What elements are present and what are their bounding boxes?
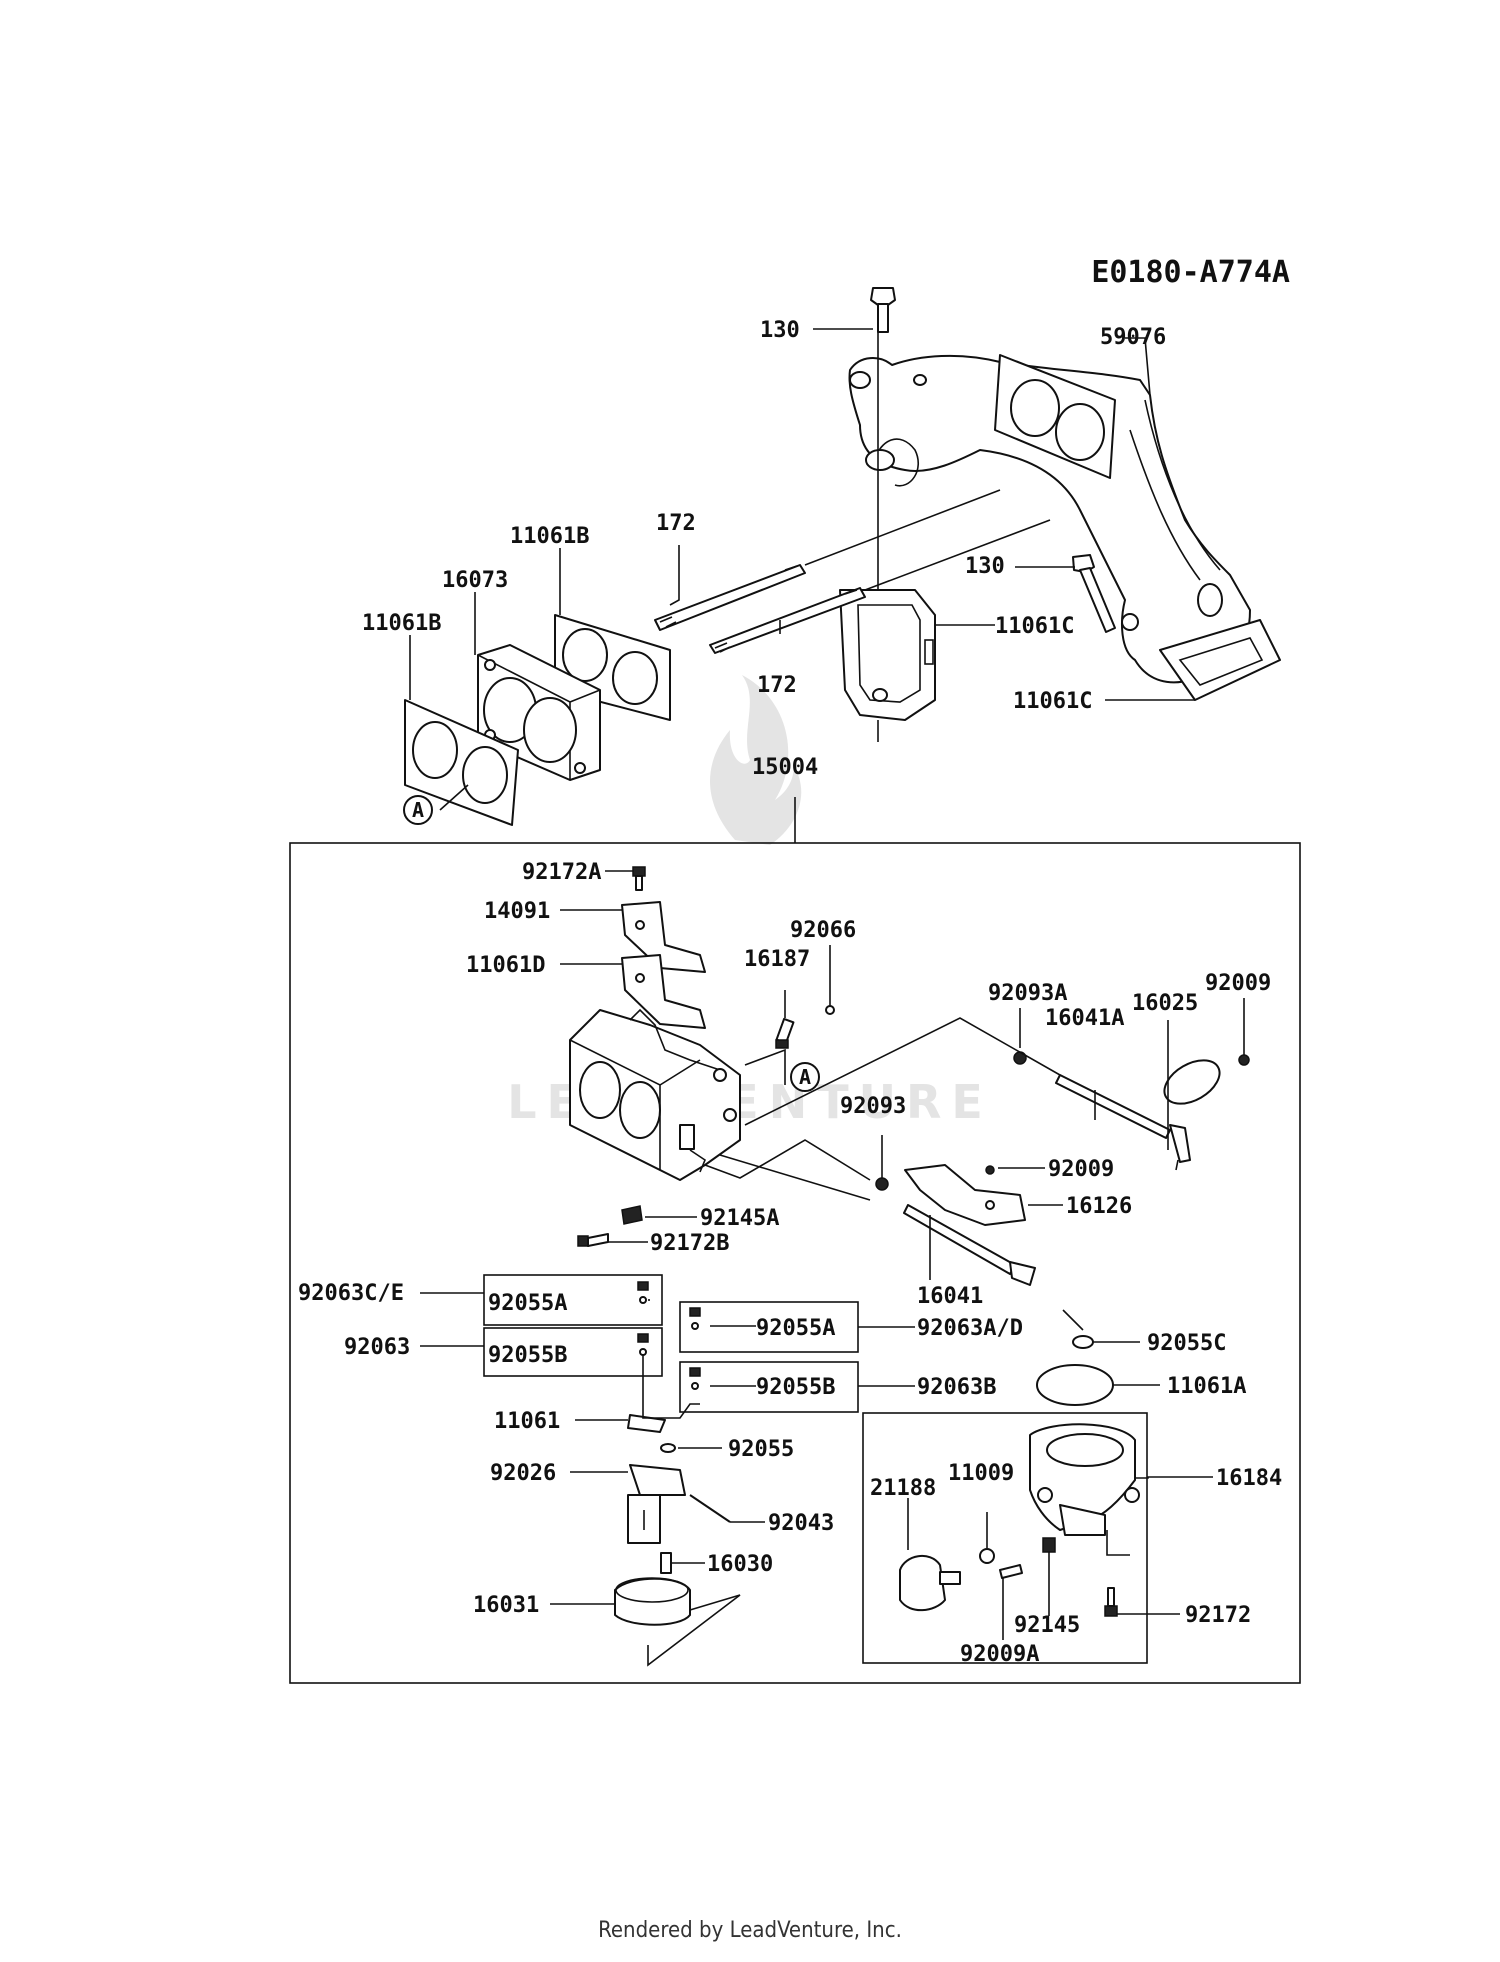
screw-92009a (999, 1564, 1023, 1579)
jet-16187 (775, 1017, 795, 1049)
jet-box-92055a-left (483, 1274, 663, 1326)
stud-172-lower (709, 587, 866, 654)
jet-bits (637, 1281, 701, 1390)
callout-11061b-left: 11061B (362, 611, 441, 636)
callout-92009-top: 92009 (1205, 971, 1271, 996)
callout-92055b-left: 92055B (488, 1343, 567, 1368)
callout-92093: 92093 (840, 1094, 906, 1119)
callout-92026: 92026 (490, 1461, 556, 1486)
screw-92009-mid (985, 1165, 995, 1175)
gasket-11061b-left (404, 699, 519, 826)
washer-11009 (979, 1548, 995, 1564)
intake-manifold (848, 354, 1281, 701)
callout-16184: 16184 (1216, 1466, 1282, 1491)
oring-92055c (1072, 1335, 1094, 1349)
callout-92145a: 92145A (700, 1206, 779, 1231)
float-92026 (627, 1464, 686, 1544)
callout-15004: 15004 (752, 755, 818, 780)
callout-92043: 92043 (768, 1511, 834, 1536)
nut-92093 (875, 1177, 889, 1191)
oring-92066 (825, 1005, 835, 1015)
callout-92055a-right: 92055A (756, 1316, 835, 1341)
spring-92145a (621, 1205, 643, 1225)
callout-130-right: 130 (965, 554, 1005, 579)
throttle-plate-16126 (904, 1164, 1026, 1226)
callout-16041a: 16041A (1045, 1006, 1124, 1031)
callout-92172b: 92172B (650, 1231, 729, 1256)
leader-lines (409, 328, 1245, 1667)
callout-92055a-left: 92055A (488, 1291, 567, 1316)
choke-plate-16025 (1163, 1059, 1221, 1105)
callout-16041: 16041 (917, 1284, 983, 1309)
callout-92009a: 92009A (960, 1642, 1039, 1667)
spring-92145 (1042, 1537, 1056, 1553)
callout-92066: 92066 (790, 918, 856, 943)
bolt-130-right (1072, 554, 1116, 633)
callout-172-top: 172 (656, 511, 696, 536)
choke-shaft-16041a (1055, 1074, 1191, 1171)
callout-16126: 16126 (1066, 1194, 1132, 1219)
bolt-130-top (870, 287, 896, 333)
callout-92055: 92055 (728, 1437, 794, 1462)
callout-labels: 130 59076 11061B 172 16073 11061B 172 13… (298, 318, 1282, 1667)
callout-16025: 16025 (1132, 991, 1198, 1016)
screw-92172a (632, 866, 646, 891)
reference-a-top: A (403, 795, 433, 825)
callout-14091: 14091 (484, 899, 550, 924)
oring-92055 (660, 1443, 676, 1453)
callout-92063ce: 92063C/E (298, 1281, 404, 1306)
callout-92172a: 92172A (522, 860, 601, 885)
callout-11061d: 11061D (466, 953, 545, 978)
gasket-11061a (1036, 1364, 1114, 1406)
plate-14091 (621, 901, 706, 973)
carburetor-body (569, 1008, 741, 1181)
needle-92043 (689, 1494, 731, 1523)
callout-92172: 92172 (1185, 1603, 1251, 1628)
throttle-shaft-16041 (903, 1204, 1036, 1286)
callout-92063b: 92063B (917, 1375, 996, 1400)
callout-11061b-top: 11061B (510, 524, 589, 549)
callout-92055b-right: 92055B (756, 1375, 835, 1400)
footer-credit: Rendered by LeadVenture, Inc. (598, 1918, 902, 1943)
screw-92172 (1104, 1587, 1118, 1617)
callout-92145: 92145 (1014, 1613, 1080, 1638)
callout-11061a: 11061A (1167, 1374, 1246, 1399)
gasket-11061c-small (839, 589, 936, 721)
screw-92172b (577, 1233, 609, 1247)
diagram-code: E0180-A774A (1091, 255, 1290, 290)
callout-21188: 21188 (870, 1476, 936, 1501)
ref-a-label-top: A (412, 798, 424, 822)
callout-16073: 16073 (442, 568, 508, 593)
callout-11061: 11061 (494, 1409, 560, 1434)
callout-11061c-b: 11061C (1013, 689, 1092, 714)
flame-logo-icon (710, 675, 802, 845)
jet-box-92055b-left (483, 1327, 663, 1377)
sub-assembly-box-16184 (862, 1412, 1148, 1664)
callout-172-bottom: 172 (757, 673, 797, 698)
callout-92063: 92063 (344, 1335, 410, 1360)
screw-92009-top (1238, 1054, 1250, 1066)
callout-92055c: 92055C (1147, 1331, 1226, 1356)
callout-11061c-a: 11061C (995, 614, 1074, 639)
callout-16187: 16187 (744, 947, 810, 972)
solenoid-21188 (899, 1555, 961, 1612)
callout-92093a: 92093A (988, 981, 1067, 1006)
valve-16030 (660, 1552, 672, 1574)
reference-a-carb: A (790, 1062, 820, 1092)
callout-59076: 59076 (1100, 325, 1166, 350)
gasket-11061d (621, 954, 706, 1029)
stud-172-upper (654, 564, 806, 631)
jet-box-92055b-right (679, 1361, 859, 1413)
callout-11009: 11009 (948, 1461, 1014, 1486)
callout-92009-mid: 92009 (1048, 1157, 1114, 1182)
callout-16031: 16031 (473, 1593, 539, 1618)
callout-16030: 16030 (707, 1552, 773, 1577)
callout-130-top: 130 (760, 318, 800, 343)
callout-92063ad: 92063A/D (917, 1316, 1023, 1341)
ref-a-label-carb: A (799, 1065, 811, 1089)
diaphragm-housing-16184 (1029, 1423, 1140, 1536)
float-chamber-16031 (614, 1577, 691, 1626)
